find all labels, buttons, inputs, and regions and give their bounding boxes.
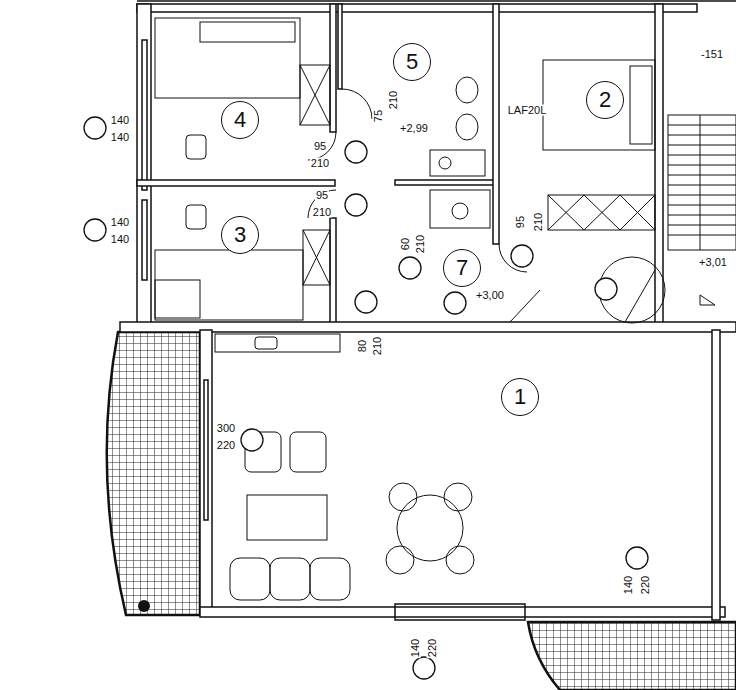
dimension-label: 60 (400, 237, 411, 251)
doors (308, 89, 665, 323)
room-number: 5 (393, 43, 431, 81)
dimension-label: 140 (110, 234, 130, 245)
dimension-label: 95 (515, 215, 526, 229)
room-number: 3 (221, 216, 259, 254)
dimension-label: 220 (427, 638, 438, 658)
room-number-text: 5 (406, 51, 418, 73)
dimension-label: 140 (110, 132, 130, 143)
dimension-label: 95 (313, 141, 327, 152)
dimension-label: 220 (216, 440, 236, 451)
room-number-text: 3 (234, 224, 246, 246)
dimension-label: 140 (623, 575, 634, 595)
dimension-label: +3,01 (698, 257, 728, 268)
dimension-label: 80 (357, 339, 368, 353)
furniture (155, 18, 655, 600)
dimension-label: 95 (315, 190, 329, 201)
room-number: 4 (221, 101, 259, 139)
walls (120, 1, 736, 620)
dimension-label: 75 (373, 109, 384, 123)
room-number: 7 (443, 249, 481, 287)
room-number-text: 1 (514, 386, 526, 408)
dimension-label: +2,99 (399, 123, 429, 134)
dimension-label: -151 (700, 49, 724, 60)
dimension-label: LAF20L (507, 105, 548, 116)
dimension-label: 220 (640, 575, 651, 595)
room-number-text: 2 (599, 89, 611, 111)
stairs (668, 115, 736, 305)
dimension-label: 210 (388, 90, 399, 110)
dimension-label: 300 (216, 423, 236, 434)
dimension-label: 140 (110, 115, 130, 126)
tag-circles (84, 117, 648, 679)
room-number: 1 (501, 378, 539, 416)
room-number-text: 7 (456, 257, 468, 279)
dimension-label: 210 (533, 212, 544, 232)
dimension-label: 210 (312, 207, 332, 218)
room-number-text: 4 (234, 109, 246, 131)
dimension-label: +3,00 (475, 290, 505, 301)
dimension-label: 140 (410, 638, 421, 658)
dimension-label: 210 (310, 158, 330, 169)
dimension-label: 210 (415, 234, 426, 254)
room-number: 2 (586, 81, 624, 119)
dimension-label: 140 (110, 217, 130, 228)
dimension-label: 210 (372, 336, 383, 356)
